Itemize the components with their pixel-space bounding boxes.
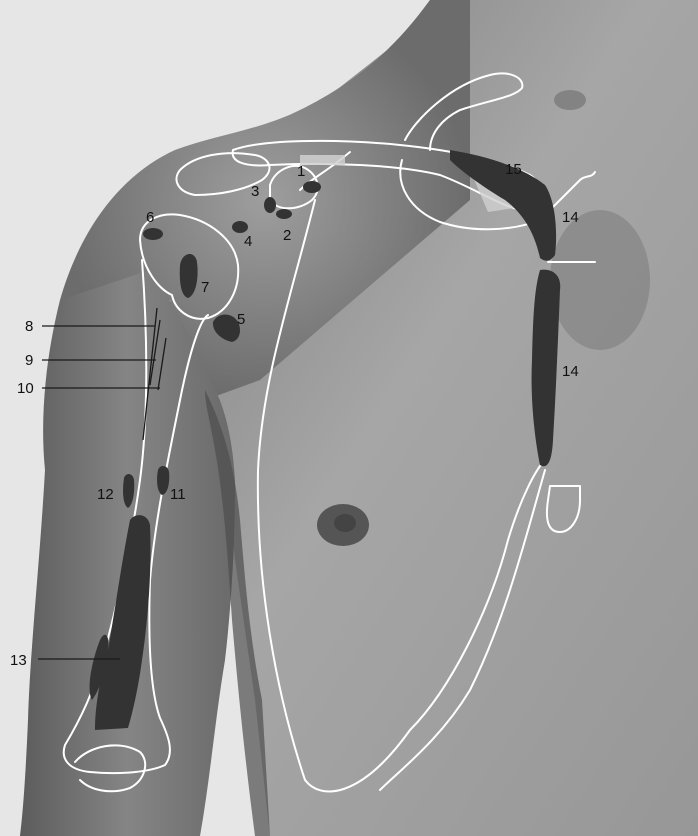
label-1: 1 [297,163,305,180]
label-4: 4 [244,233,252,250]
label-5: 5 [237,311,245,328]
label-8: 8 [25,318,33,335]
label-11: 11 [170,486,186,503]
label-12: 12 [97,486,114,503]
label-14-lower: 14 [562,363,579,380]
label-9: 9 [25,352,33,369]
chest-hair [550,210,650,350]
area-4 [232,221,248,233]
label-15: 15 [505,161,522,178]
label-2: 2 [283,227,291,244]
nipple-center [334,514,356,532]
ligament-band [300,155,345,165]
sternal-notch-shadow [554,90,586,110]
label-13: 13 [10,652,27,669]
area-1 [303,181,321,193]
area-2 [276,209,292,219]
area-3 [264,197,276,213]
label-14-upper: 14 [562,209,579,226]
label-3: 3 [251,183,259,200]
area-6 [143,228,163,240]
label-10: 10 [17,380,34,397]
label-7: 7 [201,279,209,296]
label-6: 6 [146,209,154,226]
